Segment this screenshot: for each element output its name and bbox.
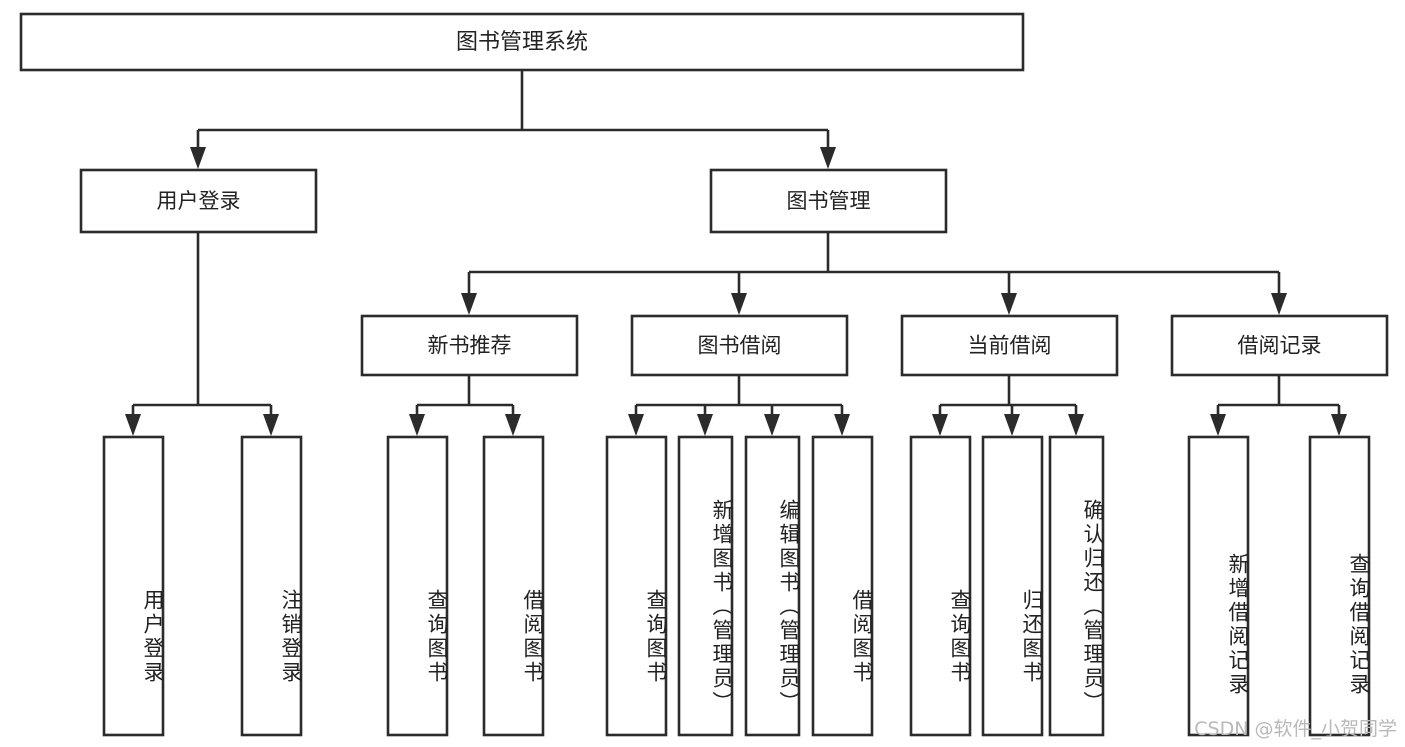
arrow-head-icon bbox=[1210, 414, 1226, 436]
node-leaf-query-record[interactable] bbox=[1308, 435, 1371, 737]
node-box-leaf-user-login bbox=[102, 435, 165, 737]
node-leaf-logout[interactable] bbox=[240, 435, 303, 737]
node-box-leaf-add-record bbox=[1187, 435, 1250, 737]
node-box-leaf-query-record bbox=[1308, 435, 1371, 737]
node-box-leaf-borrow-book-1 bbox=[482, 435, 545, 737]
node-leaf-borrow-book-1[interactable] bbox=[482, 435, 545, 737]
arrow-head-icon bbox=[697, 414, 713, 436]
node-box-user-login bbox=[79, 168, 318, 234]
node-leaf-return-book[interactable] bbox=[981, 435, 1044, 737]
node-box-leaf-add-book bbox=[677, 435, 734, 737]
arrow-head-icon bbox=[1004, 414, 1020, 436]
node-box-leaf-borrow-book-2 bbox=[811, 435, 874, 737]
node-box-current-borrow bbox=[900, 314, 1119, 377]
arrow-head-icon bbox=[263, 414, 279, 436]
arrow-head-icon bbox=[834, 414, 850, 436]
connector-group-bookmanage-to-level3 bbox=[461, 232, 1287, 315]
arrow-head-icon bbox=[125, 414, 141, 436]
arrow-head-icon bbox=[1331, 414, 1347, 436]
node-label-new-book-rec: 新书推荐 bbox=[428, 334, 512, 358]
node-box-leaf-logout bbox=[240, 435, 303, 737]
arrow-head-icon bbox=[190, 147, 206, 169]
node-leaf-edit-book[interactable] bbox=[744, 435, 801, 737]
connector-group-bookborrow-to-leaves bbox=[628, 375, 850, 436]
node-borrow-record[interactable]: 借阅记录 bbox=[1170, 314, 1389, 377]
connector-layer bbox=[125, 70, 1347, 436]
arrow-head-icon bbox=[731, 293, 747, 315]
node-box-leaf-confirm-return bbox=[1048, 435, 1105, 737]
node-box-new-book-rec bbox=[360, 314, 579, 377]
node-leaf-add-record[interactable] bbox=[1187, 435, 1250, 737]
node-new-book-rec[interactable]: 新书推荐 bbox=[360, 314, 579, 377]
arrow-head-icon bbox=[932, 414, 948, 436]
node-book-borrow[interactable]: 图书借阅 bbox=[630, 314, 849, 377]
node-label-current-borrow: 当前借阅 bbox=[968, 334, 1052, 358]
node-leaf-user-login[interactable] bbox=[102, 435, 165, 737]
node-box-book-borrow bbox=[630, 314, 849, 377]
node-box-root bbox=[19, 12, 1025, 72]
node-box-leaf-edit-book bbox=[744, 435, 801, 737]
arrow-head-icon bbox=[1271, 293, 1287, 315]
csdn-watermark: CSDN @软件_小贺同学 bbox=[1194, 718, 1397, 740]
node-user-login[interactable]: 用户登录 bbox=[79, 168, 318, 234]
arrow-head-icon bbox=[505, 414, 521, 436]
node-leaf-query-book-2[interactable] bbox=[605, 435, 668, 737]
node-leaf-confirm-return[interactable] bbox=[1048, 435, 1105, 737]
node-leaf-borrow-book-2[interactable] bbox=[811, 435, 874, 737]
node-label-book-manage: 图书管理 bbox=[787, 189, 871, 213]
connector-group-level2-to-leaves-login bbox=[125, 232, 279, 436]
node-leaf-add-book[interactable] bbox=[677, 435, 734, 737]
connector-group-newbook-to-leaves bbox=[409, 375, 521, 436]
arrow-head-icon bbox=[628, 414, 644, 436]
node-current-borrow[interactable]: 当前借阅 bbox=[900, 314, 1119, 377]
node-box-book-manage bbox=[709, 168, 948, 234]
node-leaf-query-book-3[interactable] bbox=[909, 435, 972, 737]
node-box-leaf-query-book-1 bbox=[386, 435, 449, 737]
connector-group-borrowrecord-to-leaves bbox=[1210, 375, 1347, 436]
arrow-head-icon bbox=[409, 414, 425, 436]
node-book-manage[interactable]: 图书管理 bbox=[709, 168, 948, 234]
arrow-head-icon bbox=[461, 293, 477, 315]
node-root[interactable]: 图书管理系统 bbox=[19, 12, 1025, 72]
node-label-root: 图书管理系统 bbox=[456, 30, 588, 55]
arrow-head-icon bbox=[1068, 414, 1084, 436]
node-label-borrow-record: 借阅记录 bbox=[1238, 334, 1322, 358]
node-leaf-query-book-1[interactable] bbox=[386, 435, 449, 737]
node-box-leaf-query-book-2 bbox=[605, 435, 668, 737]
arrow-head-icon bbox=[820, 147, 836, 169]
node-box-leaf-query-book-3 bbox=[909, 435, 972, 737]
node-box-leaf-return-book bbox=[981, 435, 1044, 737]
node-box-borrow-record bbox=[1170, 314, 1389, 377]
connector-group-currentborrow-to-leaves bbox=[932, 375, 1084, 436]
node-label-book-borrow: 图书借阅 bbox=[698, 334, 782, 358]
arrow-head-icon bbox=[764, 414, 780, 436]
node-label-user-login: 用户登录 bbox=[157, 189, 241, 213]
connector-group-root-to-level2 bbox=[190, 70, 836, 169]
arrow-head-icon bbox=[1001, 293, 1017, 315]
